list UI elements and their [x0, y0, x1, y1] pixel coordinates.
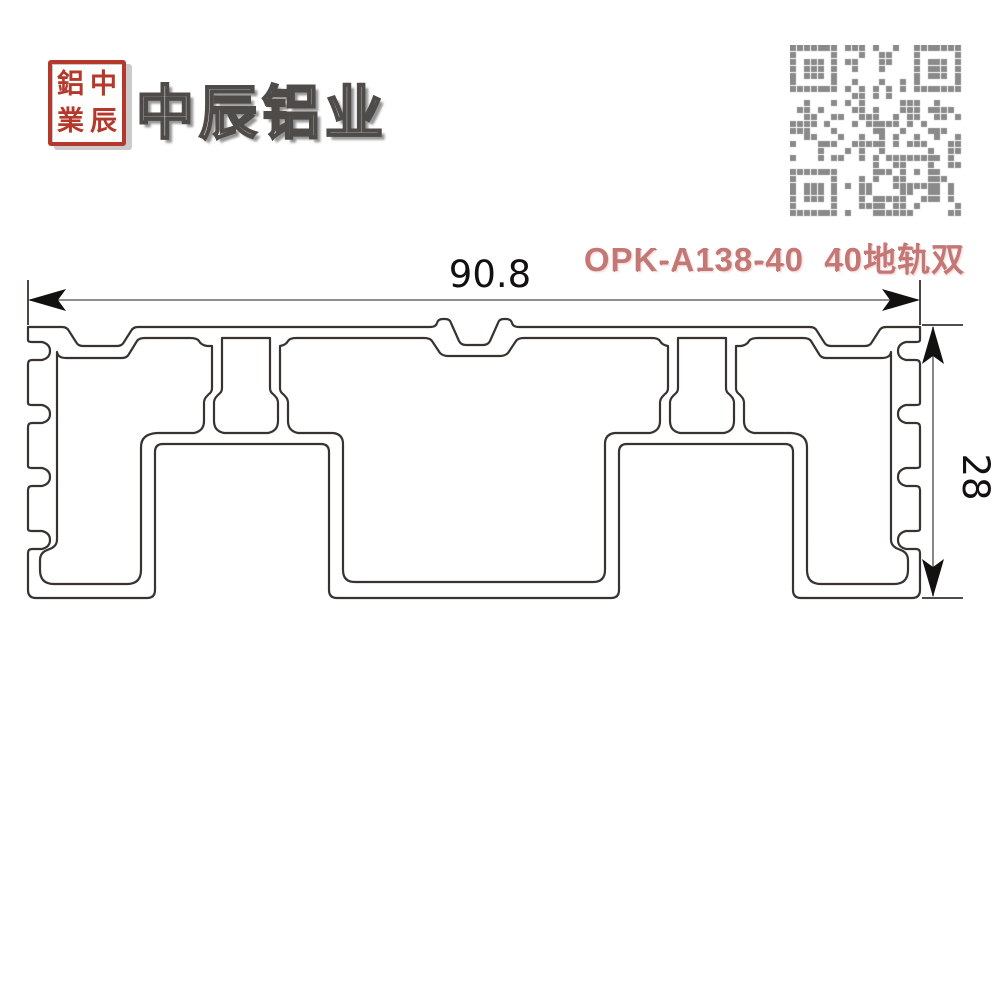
rib-right-interior	[668, 336, 736, 435]
channel-center	[278, 336, 670, 584]
arrow-left-icon	[28, 289, 66, 311]
seal-char: 辰	[90, 106, 117, 136]
product-code: OPK-A138-40 40地轨双	[583, 241, 965, 278]
seal-char: 中	[90, 69, 117, 99]
qr-code	[790, 45, 962, 217]
profile-outer-outline	[26, 317, 922, 600]
cavity-left	[38, 336, 214, 586]
height-dim-label: 28	[954, 453, 997, 500]
arrow-up-icon	[922, 326, 944, 364]
width-dimension: 90.8	[27, 253, 921, 325]
arrow-right-icon	[882, 289, 920, 311]
rib-left-interior	[212, 336, 280, 435]
height-dimension: 28	[922, 324, 997, 599]
width-dim-label: 90.8	[449, 253, 531, 296]
seal-char: 業	[57, 106, 84, 136]
company-seal-logo: 鋁 中 業 辰	[48, 60, 126, 146]
arrow-down-icon	[922, 559, 944, 597]
seal-char: 鋁	[57, 69, 84, 99]
qr-canvas	[790, 45, 962, 217]
cavity-right	[734, 336, 910, 586]
brand-title: 中辰铝业	[135, 80, 389, 147]
